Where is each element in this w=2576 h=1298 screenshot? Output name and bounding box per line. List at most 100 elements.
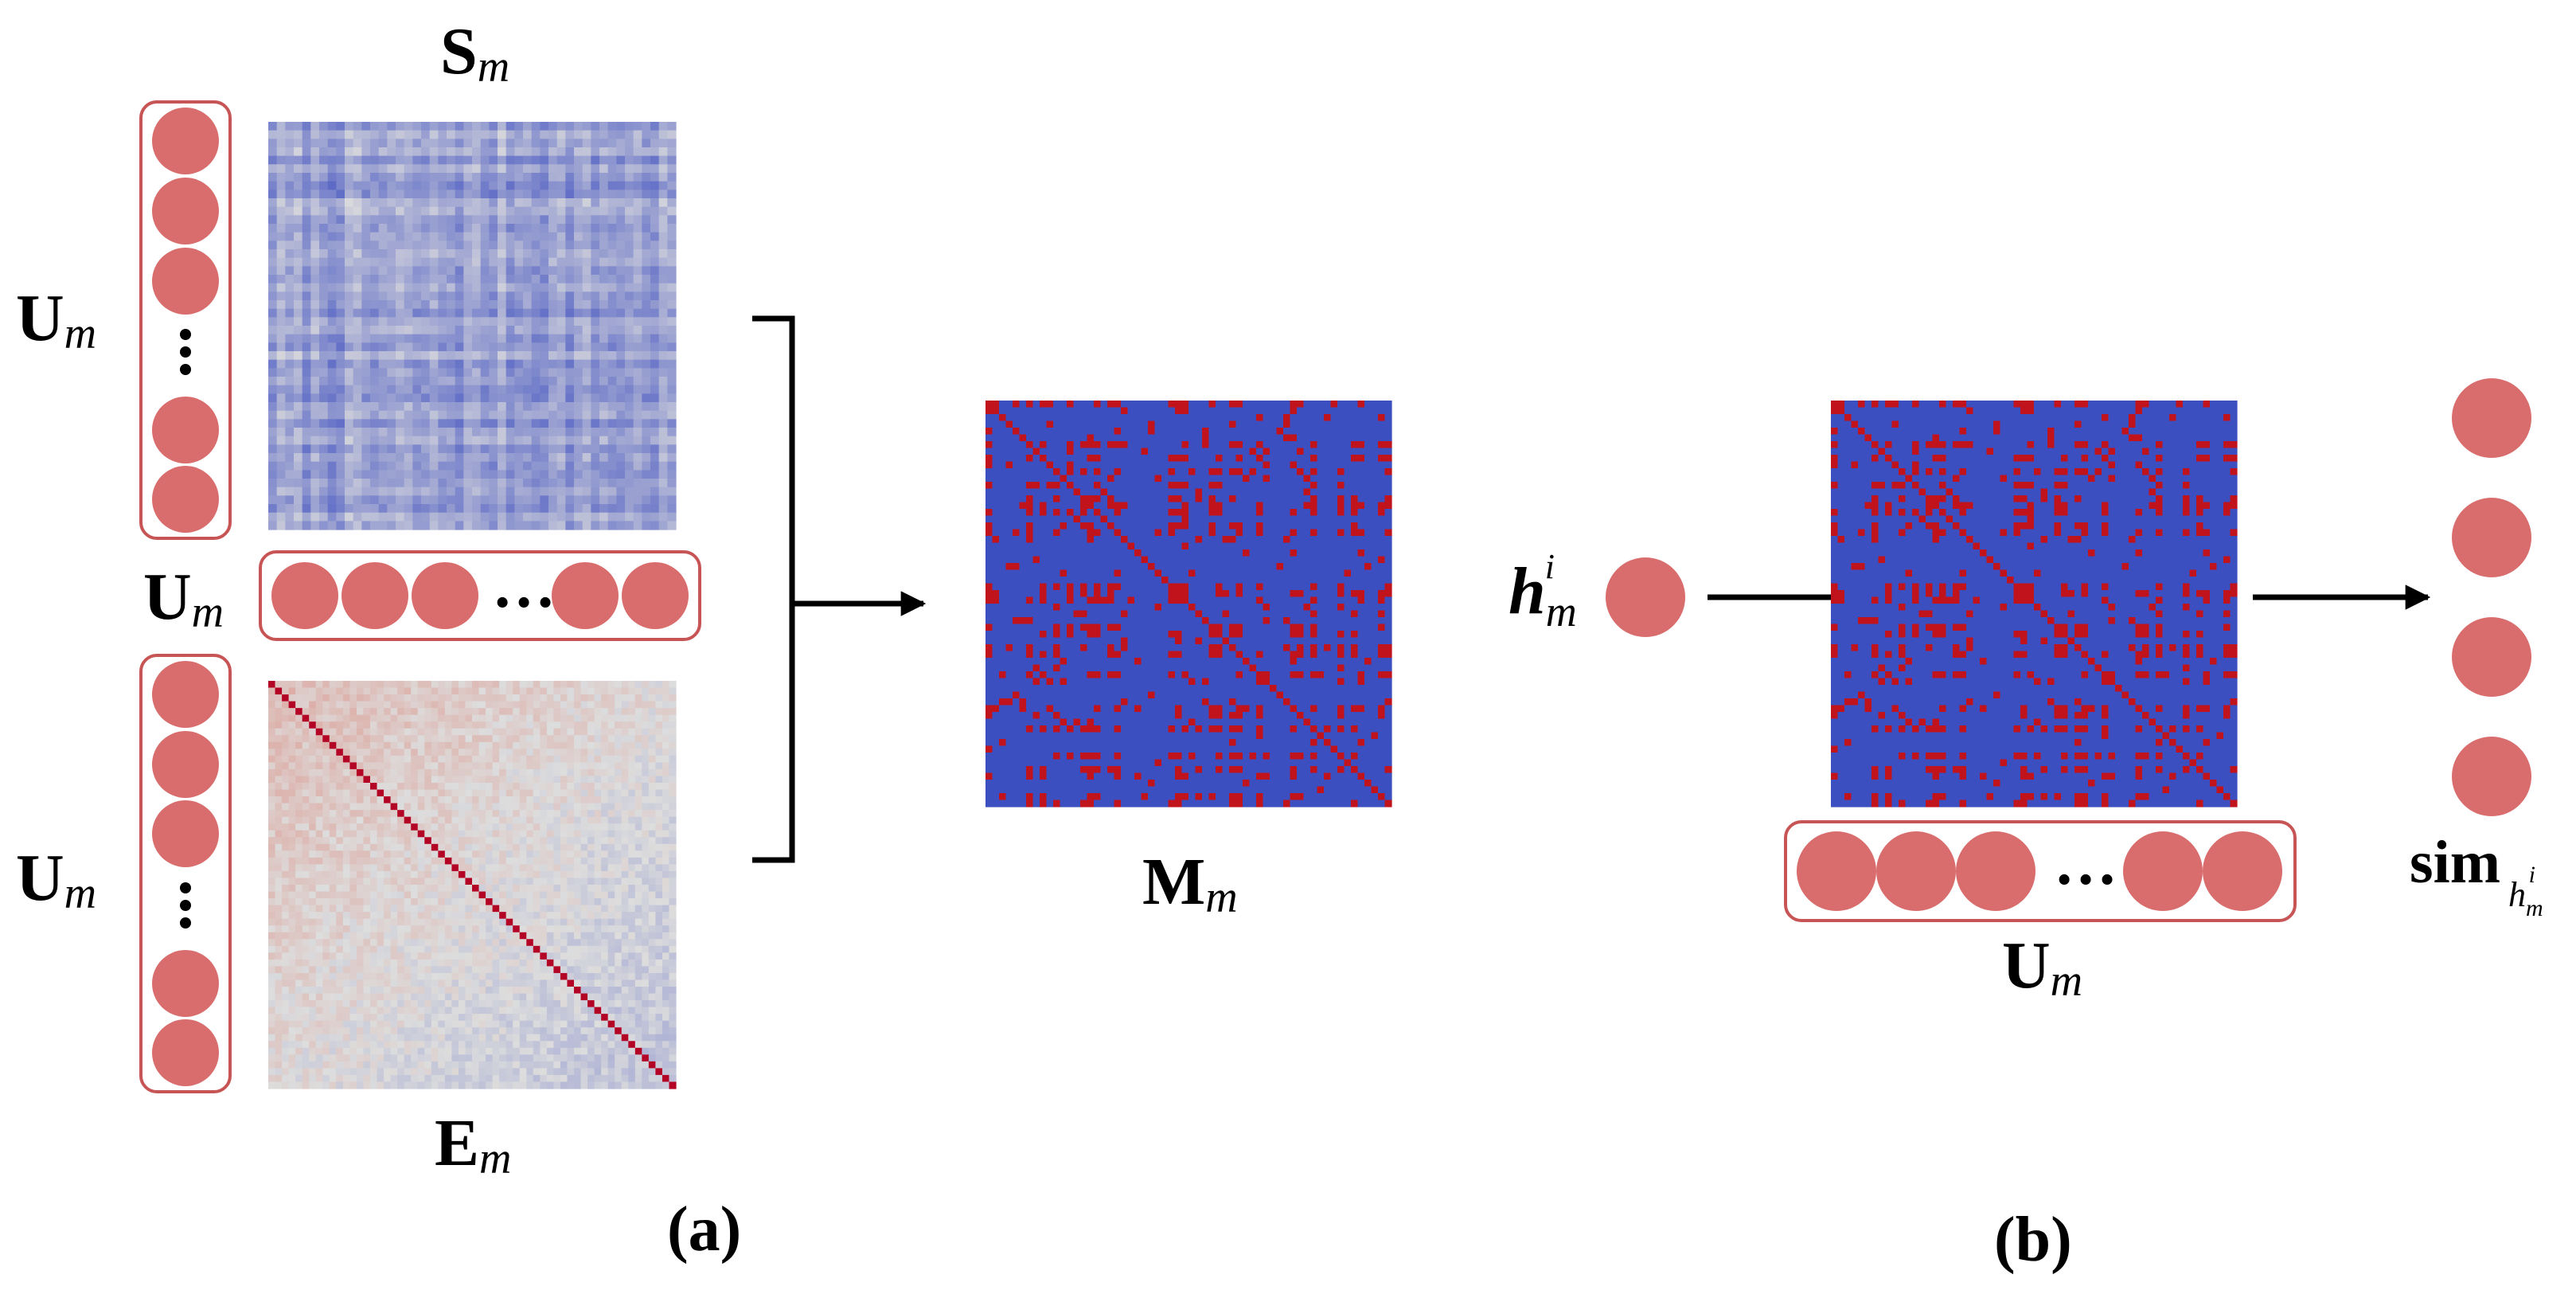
heatmap-cell: [438, 393, 447, 403]
heatmap-cell: [431, 857, 439, 865]
heatmap-cell: [353, 257, 362, 267]
heatmap-cell: [282, 776, 290, 784]
heatmap-cell: [315, 714, 323, 722]
heatmap-cell: [349, 810, 357, 818]
heatmap-cell: [310, 147, 320, 157]
heatmap-cell: [546, 959, 554, 967]
heatmap-cell: [505, 122, 515, 131]
heatmap-cell: [621, 701, 629, 709]
heatmap-cell: [353, 487, 362, 496]
heatmap-cell: [310, 495, 320, 505]
heatmap-cell: [514, 368, 524, 377]
heatmap-cell: [345, 436, 354, 445]
heatmap-cell: [444, 816, 452, 824]
heatmap-cell: [492, 932, 500, 940]
u-column-upper: [139, 100, 232, 540]
heatmap-cell: [498, 283, 507, 292]
heatmap-cell: [421, 342, 431, 352]
heatmap-cell: [295, 701, 303, 709]
heatmap-cell: [378, 359, 388, 369]
heatmap-cell: [282, 885, 290, 893]
heatmap-cell: [438, 918, 446, 926]
heatmap-cell: [285, 215, 295, 225]
heatmap-cell: [599, 283, 609, 292]
heatmap-cell: [417, 687, 425, 695]
heatmap-cell: [667, 308, 677, 318]
heatmap-cell: [650, 291, 660, 301]
heatmap-cell: [378, 215, 388, 225]
heatmap-cell: [412, 385, 422, 394]
heatmap-cell: [601, 843, 609, 851]
heatmap-cell: [315, 830, 323, 838]
heatmap-cell: [465, 979, 473, 987]
heatmap-cell: [438, 796, 446, 804]
heatmap-cell: [370, 708, 378, 716]
heatmap-cell: [531, 453, 541, 463]
heatmap-cell: [648, 741, 656, 749]
heatmap-cell: [397, 972, 405, 981]
heatmap-cell: [607, 912, 615, 920]
heatmap-cell: [594, 843, 602, 851]
heatmap-cell: [607, 444, 617, 454]
heatmap-cell: [650, 385, 660, 394]
heatmap-cell: [345, 240, 354, 250]
heatmap-cell: [553, 898, 561, 906]
heatmap-cell: [384, 878, 392, 886]
heatmap-cell: [275, 768, 283, 777]
heatmap-cell: [591, 385, 600, 394]
heatmap-cell: [455, 147, 464, 157]
heatmap-cell: [447, 198, 456, 208]
heatmap-cell: [607, 181, 617, 190]
heatmap-cell: [594, 918, 602, 926]
heatmap-cell: [472, 487, 482, 496]
heatmap-cell: [319, 402, 329, 412]
heatmap-cell: [587, 823, 595, 831]
heatmap-cell: [642, 741, 650, 749]
heatmap-cell: [519, 972, 527, 981]
heatmap-cell: [387, 419, 396, 428]
heatmap-cell: [465, 749, 473, 757]
heatmap-cell: [342, 837, 350, 845]
heatmap-cell: [465, 789, 473, 797]
heatmap-cell: [514, 402, 524, 412]
heatmap-cell: [315, 762, 323, 770]
heatmap-cell: [607, 735, 615, 743]
heatmap-cell: [404, 275, 413, 284]
heatmap-cell: [669, 755, 677, 763]
heatmap-cell: [480, 521, 490, 530]
heatmap-cell: [315, 783, 323, 791]
heatmap-cell: [642, 351, 651, 361]
heatmap-cell: [498, 436, 507, 445]
heatmap-cell: [384, 823, 392, 831]
heatmap-cell: [582, 232, 591, 241]
heatmap-cell: [519, 878, 527, 886]
heatmap-cell: [478, 768, 486, 777]
heatmap-cell: [349, 972, 357, 981]
heatmap-cell: [276, 359, 286, 369]
heatmap-cell: [361, 351, 371, 361]
heatmap-cell: [463, 181, 473, 190]
heatmap-cell: [294, 181, 303, 190]
heatmap-cell: [607, 495, 617, 505]
heatmap-cell: [553, 870, 561, 879]
heatmap-cell: [363, 776, 371, 784]
heatmap-cell: [309, 918, 317, 926]
heatmap-cell: [387, 266, 396, 276]
heatmap-cell: [356, 728, 365, 736]
heatmap-cell: [642, 850, 650, 858]
heatmap-cell: [628, 878, 636, 886]
heatmap-cell: [294, 359, 303, 369]
heatmap-cell: [336, 796, 344, 804]
heatmap-cell: [322, 912, 330, 920]
heatmap-cell: [634, 721, 642, 729]
heatmap-cell: [523, 385, 533, 394]
heatmap-cell: [268, 317, 278, 326]
heatmap-cell: [499, 945, 507, 953]
heatmap-cell: [662, 905, 670, 913]
heatmap-cell: [438, 932, 446, 940]
heatmap-cell: [533, 843, 541, 851]
heatmap-cell: [336, 803, 344, 811]
heatmap-cell: [489, 181, 498, 190]
heatmap-cell: [667, 419, 677, 428]
heatmap-cell: [498, 342, 507, 352]
